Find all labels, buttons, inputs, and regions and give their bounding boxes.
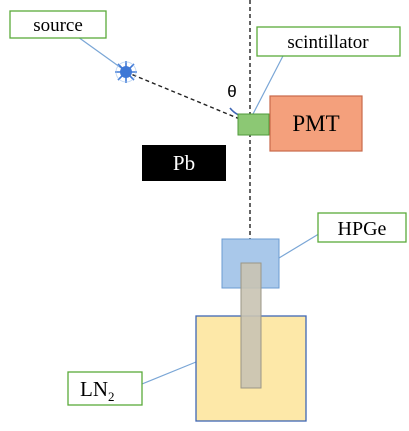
hpge-label: HPGe bbox=[338, 218, 387, 240]
ln2-leader-line bbox=[141, 361, 197, 385]
ln2-label: LN2 bbox=[80, 377, 115, 404]
cold-finger-rod bbox=[240, 262, 262, 389]
pmt-box bbox=[269, 95, 363, 152]
scintillator-callout-box bbox=[256, 26, 401, 57]
scintillator-block bbox=[237, 113, 270, 136]
source-callout-box bbox=[9, 10, 107, 39]
ln2-callout-box bbox=[67, 371, 143, 406]
scintillator-label: scintillator bbox=[287, 32, 369, 53]
source-label: source bbox=[33, 15, 83, 36]
pb-shield-block bbox=[142, 145, 226, 181]
scintillator-leader-line bbox=[252, 53, 285, 115]
theta-label: θ bbox=[227, 82, 236, 101]
pb-label: Pb bbox=[173, 151, 195, 175]
ln2-label-subscript: 2 bbox=[108, 389, 115, 404]
source-leader-line bbox=[77, 36, 125, 71]
pmt-label: PMT bbox=[292, 111, 339, 136]
hpge-callout-box bbox=[317, 212, 407, 243]
hpge-leader-line bbox=[278, 231, 323, 259]
source-beam-line bbox=[125, 71, 248, 123]
ln2-label-main: LN bbox=[80, 377, 108, 401]
star-burst-icon bbox=[115, 61, 137, 83]
